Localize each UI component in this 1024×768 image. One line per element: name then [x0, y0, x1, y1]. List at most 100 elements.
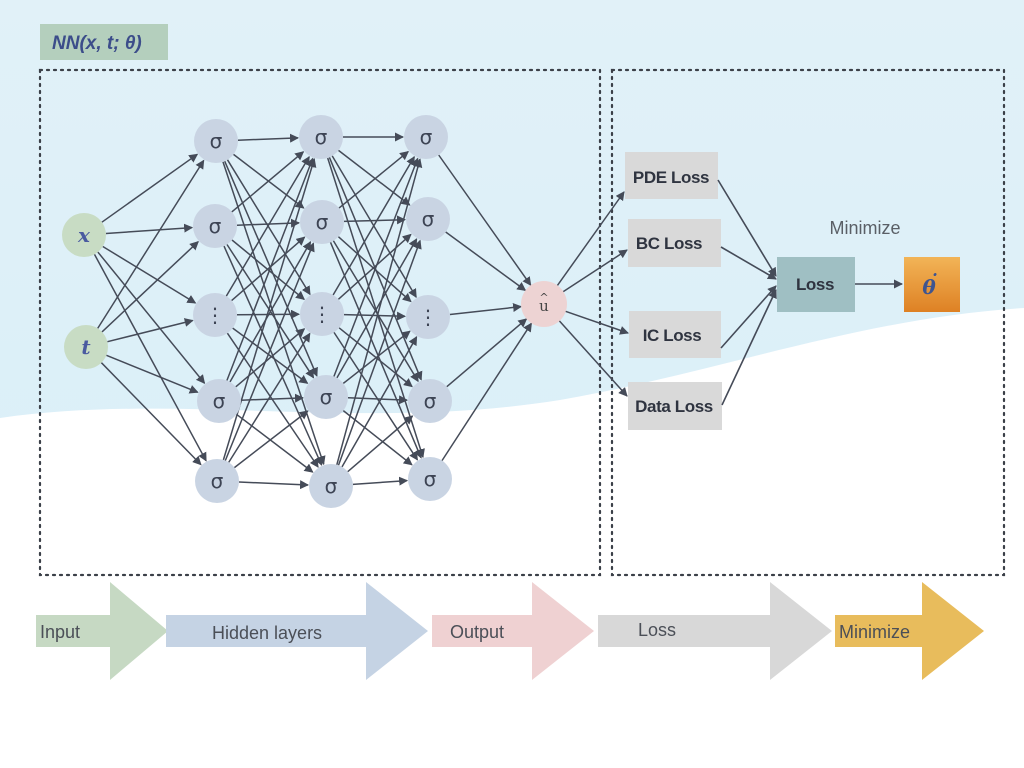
- ic-loss-label: IC Loss: [643, 326, 702, 345]
- edge-hidden-hidden: [343, 311, 406, 321]
- edge-hidden-hidden: [338, 149, 411, 206]
- edge-hidden-hidden: [224, 242, 315, 461]
- edge-hidden-hidden: [337, 239, 422, 466]
- hidden-node-l2-n2-label: σ: [316, 210, 329, 234]
- hidden-node-l2-n4-label: σ: [320, 385, 333, 409]
- edge-output-loss: [562, 249, 628, 293]
- edge-hidden-hidden: [336, 158, 423, 465]
- loss-frame: [610, 68, 1006, 577]
- edge-hidden-hidden: [341, 336, 418, 468]
- edge-input-hidden: [93, 254, 207, 462]
- hidden-node-l3-n5: σ: [408, 457, 452, 501]
- hidden-node-l2-n3: ⋮: [300, 292, 344, 336]
- edge-output-loss: [558, 319, 628, 397]
- edge-hidden-hidden: [231, 236, 306, 302]
- edge-hidden-hidden: [352, 476, 409, 486]
- edge-hidden-output: [449, 303, 523, 316]
- edge-hidden-hidden: [347, 395, 408, 405]
- hidden-node-l1-n5: σ: [195, 459, 239, 503]
- theta-box: θ ·: [904, 257, 960, 312]
- edge-hidden-hidden: [226, 157, 315, 381]
- network-nodes: x t σ σ ⋮ σ σ σ σ ⋮ σ σ σ σ ⋮ σ σ u^: [62, 115, 567, 508]
- total-loss-label: Loss: [796, 275, 834, 294]
- edge-hidden-hidden: [237, 133, 299, 143]
- theta-dot: ·: [932, 265, 938, 284]
- edge-hidden-hidden: [331, 155, 417, 299]
- hidden-node-l1-n4-label: σ: [213, 389, 226, 413]
- theta-label: θ: [922, 275, 936, 299]
- edge-input-hidden: [102, 245, 197, 304]
- edge-hidden-hidden: [333, 157, 420, 377]
- loss-combine-edges: [717, 179, 777, 406]
- hidden-node-l3-n2: σ: [406, 197, 450, 241]
- edge-hidden-hidden: [336, 238, 418, 379]
- edge-input-hidden: [97, 251, 206, 384]
- input-node-x-label: x: [77, 223, 91, 247]
- edge-input-hidden: [100, 362, 202, 466]
- hidden-node-l1-n5-label: σ: [211, 469, 224, 493]
- hidden-node-l2-n4: σ: [304, 375, 348, 419]
- ic-loss-box: IC Loss: [629, 311, 721, 358]
- edge-hidden-hidden: [326, 157, 425, 459]
- edge-hidden-hidden: [229, 241, 312, 383]
- bc-loss-label: BC Loss: [636, 234, 702, 253]
- hidden-node-l3-n3-label: ⋮: [418, 305, 438, 329]
- hidden-node-l2-n1-label: σ: [315, 125, 328, 149]
- input-node-t: t: [64, 325, 108, 369]
- flow-label-output: Output: [450, 622, 504, 642]
- edge-hidden-output: [441, 322, 533, 462]
- edge-input-hidden: [97, 159, 205, 329]
- hidden-node-l2-n1: σ: [299, 115, 343, 159]
- flow-label-minimize: Minimize: [839, 622, 910, 642]
- edge-output-loss: [564, 310, 629, 335]
- edge-hidden-hidden: [226, 332, 319, 468]
- edge-hidden-hidden: [233, 410, 309, 469]
- edge-input-hidden: [107, 318, 194, 343]
- edge-hidden-hidden: [236, 413, 314, 473]
- hidden-node-l3-n1: σ: [404, 115, 448, 159]
- output-node-hat: ^: [539, 291, 548, 304]
- edge-hidden-hidden: [231, 151, 305, 213]
- edge-input-hidden: [106, 354, 199, 394]
- hidden-node-l1-n1: σ: [194, 119, 238, 163]
- minimize-label: Minimize: [829, 218, 900, 238]
- input-node-t-label: t: [81, 335, 91, 359]
- hidden-node-l2-n2: σ: [300, 200, 344, 244]
- hidden-node-l1-n3-label: ⋮: [205, 303, 225, 327]
- flow-arrow-hidden: [166, 582, 428, 680]
- edge-input-hidden: [105, 223, 194, 235]
- edge-hidden-hidden: [347, 415, 414, 473]
- hidden-node-l1-n2-label: σ: [209, 214, 222, 238]
- edge-hidden-hidden: [332, 155, 415, 296]
- title-label: NN(x, t; θ): [52, 33, 142, 54]
- edge-hidden-hidden: [337, 233, 412, 300]
- hidden-node-l3-n4-label: σ: [424, 389, 437, 413]
- edge-hidden-hidden: [235, 328, 306, 388]
- edge-hidden-output: [438, 154, 532, 287]
- input-node-x: x: [62, 213, 106, 257]
- pde-loss-label: PDE Loss: [633, 168, 709, 187]
- hidden-node-l1-n4: σ: [197, 379, 241, 423]
- hidden-node-l3-n1-label: σ: [420, 125, 433, 149]
- edge-hidden-hidden: [238, 480, 309, 490]
- pde-loss-box: PDE Loss: [625, 152, 718, 199]
- hidden-node-l3-n3: ⋮: [406, 295, 450, 339]
- hidden-node-l1-n2: σ: [193, 204, 237, 248]
- output-node-u-hat: u^: [521, 281, 567, 327]
- edge-input-hidden: [101, 241, 199, 333]
- output-node-label: u: [539, 297, 549, 315]
- background-wave: [0, 308, 1024, 768]
- network-edges: [93, 132, 629, 490]
- flow-label-loss: Loss: [638, 620, 676, 640]
- data-loss-box: Data Loss: [628, 382, 722, 430]
- edge-output-loss: [556, 191, 625, 287]
- flow-arrows: [36, 582, 984, 680]
- flow-arrow-minimize: [835, 582, 984, 680]
- edge-hidden-hidden: [342, 330, 411, 384]
- hidden-node-l3-n4: σ: [408, 379, 452, 423]
- edge-hidden-hidden: [240, 393, 304, 403]
- hidden-node-l3-n5-label: σ: [424, 467, 437, 491]
- edge-hidden-hidden: [232, 327, 309, 384]
- hidden-node-l2-n5: σ: [309, 464, 353, 508]
- edge-hidden-output: [445, 231, 527, 292]
